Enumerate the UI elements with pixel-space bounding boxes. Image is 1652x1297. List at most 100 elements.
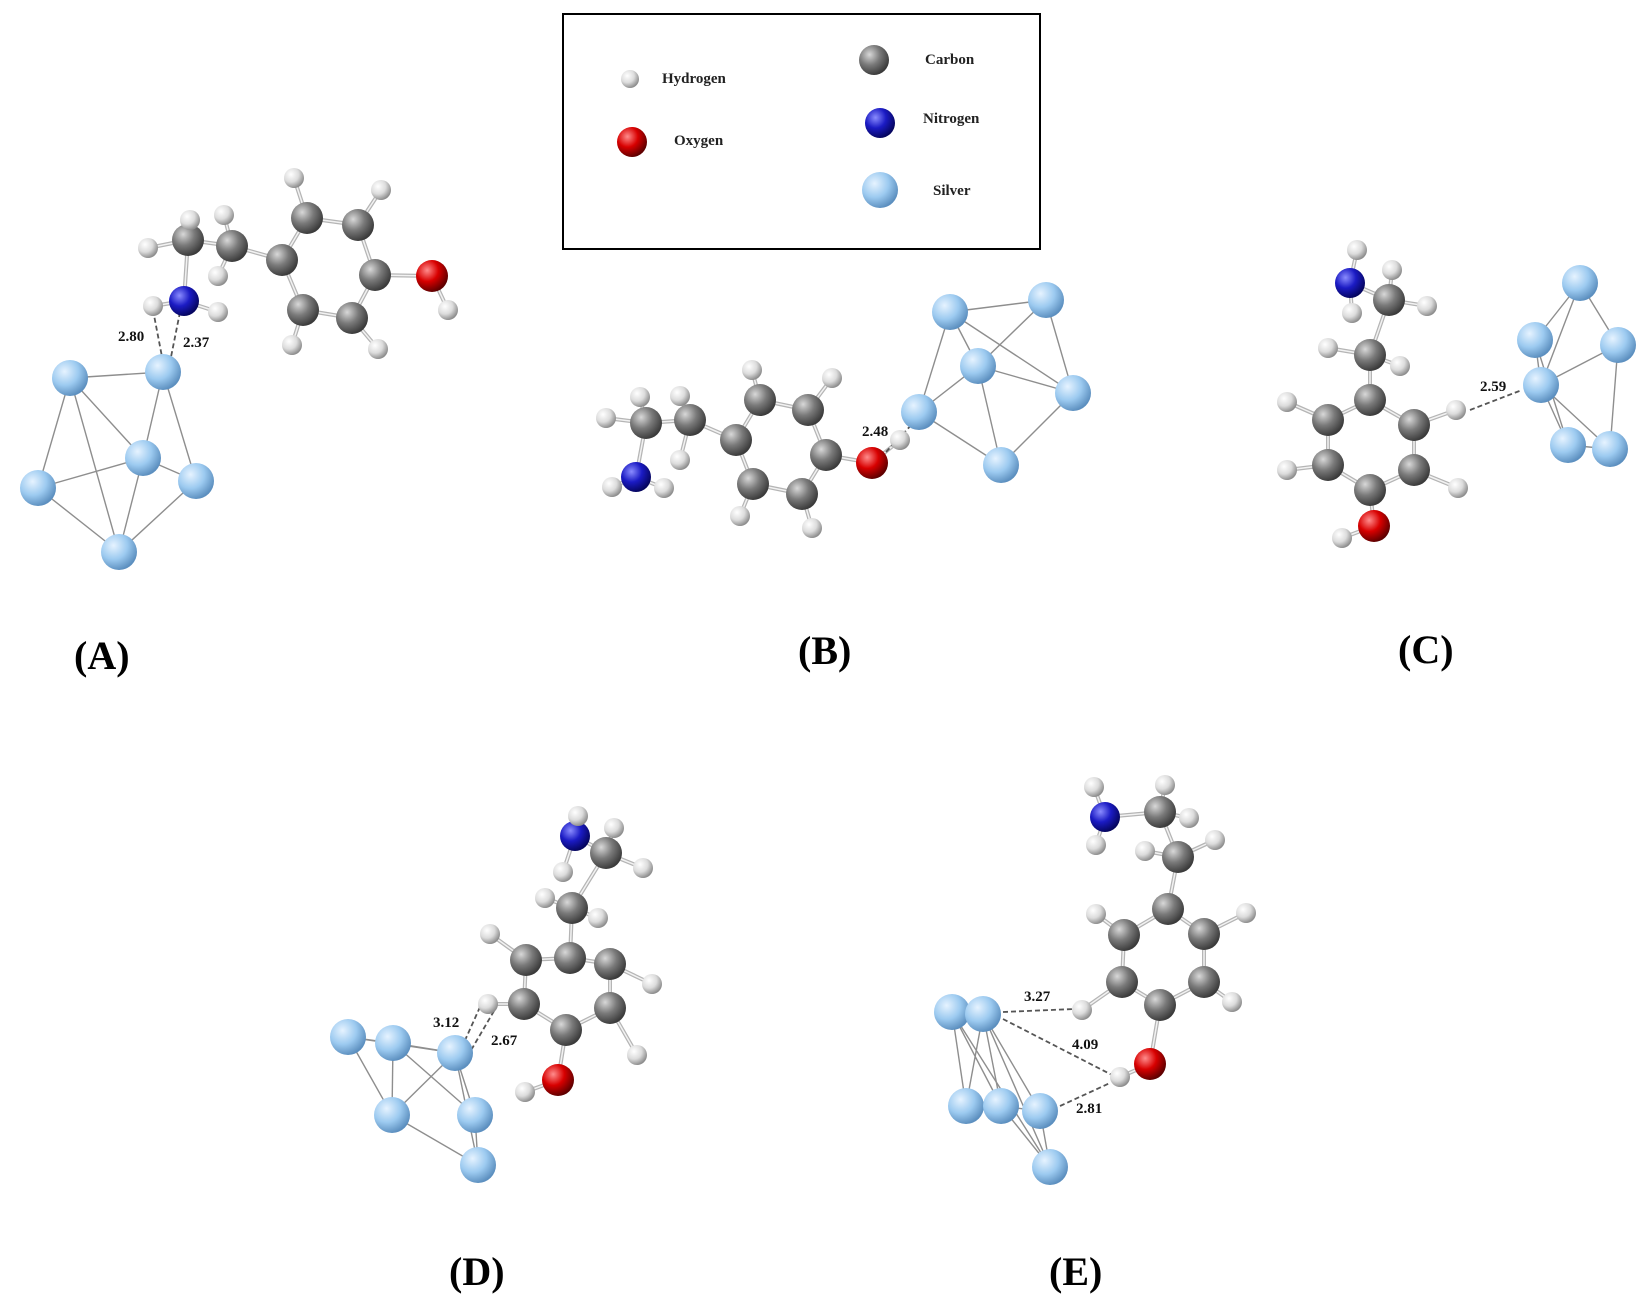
carbon-atom (810, 439, 842, 471)
silver-cluster-bond (162, 371, 197, 482)
carbon-atom (1188, 966, 1220, 998)
nitrogen-atom (560, 821, 590, 851)
panel-e-distance-3: 2.81 (1076, 1101, 1102, 1117)
hydrogen-atom (602, 477, 622, 497)
hydrogen-atom (568, 806, 588, 826)
legend: Hydrogen Oxygen Carbon Nitrogen Silver (562, 13, 1041, 250)
carbon-atom (1162, 841, 1194, 873)
carbon-swatch (859, 45, 889, 75)
panel-c-label: (C) (1398, 627, 1454, 672)
panel-a-label: (A) (74, 633, 130, 678)
hydrogen-atom (1236, 903, 1256, 923)
panel-d-structure (330, 806, 662, 1183)
legend-hydrogen-label: Hydrogen (662, 71, 727, 87)
panel-e-distance-2: 4.09 (1072, 1037, 1098, 1053)
panel-a-structure (20, 168, 458, 570)
silver-atom (1517, 322, 1553, 358)
legend-silver-label: Silver (933, 183, 971, 199)
silver-atom (1022, 1093, 1058, 1129)
carbon-atom (510, 944, 542, 976)
silver-atom (983, 1088, 1019, 1124)
silver-cluster-bond (982, 1013, 1051, 1168)
silver-atom (375, 1025, 411, 1061)
panel-c-distance-1: 2.59 (1480, 379, 1506, 395)
carbon-atom (266, 244, 298, 276)
interaction-distance-line (1002, 1008, 1075, 1013)
silver-cluster-bond (37, 457, 144, 489)
carbon-atom (550, 1014, 582, 1046)
hydrogen-atom (1342, 303, 1362, 323)
silver-cluster-bond (949, 311, 1074, 394)
silver-atom (101, 534, 137, 570)
silver-cluster-bond (69, 377, 120, 553)
hydrogen-atom (1205, 830, 1225, 850)
silver-swatch (862, 172, 898, 208)
carbon-atom (792, 394, 824, 426)
silver-atom (374, 1097, 410, 1133)
hydrogen-atom (368, 339, 388, 359)
silver-atom (330, 1019, 366, 1055)
hydrogen-atom (654, 478, 674, 498)
carbon-atom (554, 942, 586, 974)
hydrogen-atom (1135, 841, 1155, 861)
hydrogen-atom (214, 205, 234, 225)
carbon-atom (508, 988, 540, 1020)
nitrogen-atom (621, 462, 651, 492)
carbon-atom (342, 209, 374, 241)
hydrogen-atom (371, 180, 391, 200)
silver-cluster-bond (982, 1013, 1041, 1112)
hydrogen-atom (553, 862, 573, 882)
hydrogen-atom (1318, 338, 1338, 358)
carbon-atom (1354, 339, 1386, 371)
carbon-atom (1373, 284, 1405, 316)
hydrogen-atom (596, 408, 616, 428)
hydrogen-atom (1446, 400, 1466, 420)
hydrogen-atom (604, 818, 624, 838)
panel-b-structure (596, 282, 1091, 538)
hydrogen-atom (1086, 904, 1106, 924)
carbon-atom (1354, 384, 1386, 416)
silver-atom (20, 470, 56, 506)
panel-d-distance-1: 3.12 (433, 1015, 459, 1031)
carbon-atom (1312, 404, 1344, 436)
carbon-atom (1398, 454, 1430, 486)
panel-a-distance-1: 2.80 (118, 329, 144, 345)
interaction-distance-line (169, 311, 181, 363)
carbon-atom (674, 404, 706, 436)
silver-atom (178, 463, 214, 499)
silver-atom (1592, 431, 1628, 467)
panel-a-distance-2: 2.37 (183, 335, 210, 351)
carbon-atom (594, 948, 626, 980)
hydrogen-atom (588, 908, 608, 928)
silver-atom (948, 1088, 984, 1124)
hydrogen-swatch (621, 70, 639, 88)
carbon-atom (556, 892, 588, 924)
silver-cluster-bond (69, 377, 144, 459)
silver-atom (145, 354, 181, 390)
hydrogen-atom (143, 296, 163, 316)
carbon-atom (744, 384, 776, 416)
silver-atom (460, 1147, 496, 1183)
silver-cluster-bond (37, 377, 71, 489)
silver-atom (457, 1097, 493, 1133)
hydrogen-atom (1222, 992, 1242, 1012)
hydrogen-atom (1332, 528, 1352, 548)
silver-atom (52, 360, 88, 396)
hydrogen-atom (1084, 777, 1104, 797)
panel-e-distance-1: 3.27 (1024, 989, 1051, 1005)
silver-atom (1562, 265, 1598, 301)
silver-atom (437, 1035, 473, 1071)
carbon-atom (1398, 409, 1430, 441)
hydrogen-atom (802, 518, 822, 538)
silver-cluster-bond (1540, 282, 1581, 386)
hydrogen-atom (180, 210, 200, 230)
carbon-atom (630, 407, 662, 439)
carbon-atom (737, 468, 769, 500)
hydrogen-atom (822, 368, 842, 388)
hydrogen-atom (1086, 835, 1106, 855)
carbon-atom (594, 992, 626, 1024)
oxygen-atom (542, 1064, 574, 1096)
carbon-atom (336, 302, 368, 334)
legend-nitrogen-label: Nitrogen (923, 111, 980, 127)
nitrogen-atom (169, 286, 199, 316)
